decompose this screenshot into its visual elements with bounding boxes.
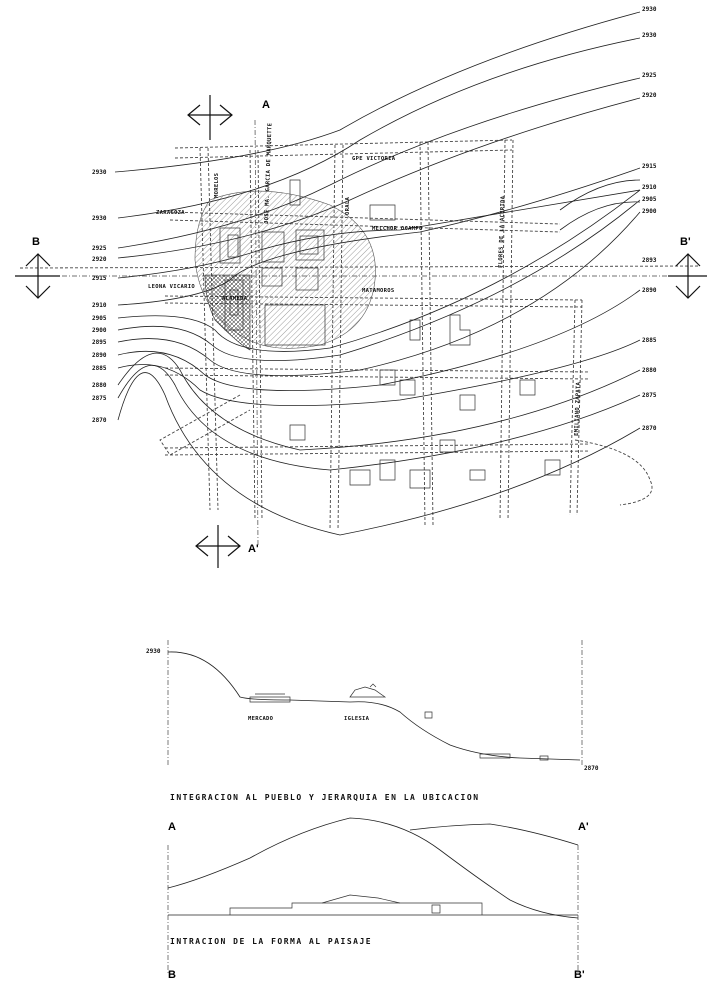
contour-label: 2930 [92,169,107,176]
street-label: GPE VICTORIA [352,156,396,162]
contour-label: 2930 [642,32,657,39]
section-marker-b: B [32,236,40,248]
contour-label: 2895 [92,339,107,346]
contour-label: 2920 [92,256,107,263]
street-label: MELCHOR OCAMPO [372,226,423,232]
street-grid [19,139,701,531]
street-label: JOSE MA. GARCIA DE MARQUETTE [264,123,274,224]
contour-label: 2875 [642,392,657,399]
building-label-mercado: MERCADO [248,716,274,722]
section-arrow-b-left [15,253,60,299]
contour-label: 2915 [92,275,107,282]
contour-label: 2890 [92,352,107,359]
street-labels: MORELOS JOSE MA. GARCIA DE MARQUETTE ORA… [148,123,582,436]
contour-label: 2910 [642,184,657,191]
contour-label: 2890 [642,287,657,294]
contour-labels-right: 2930 2930 2925 2920 2915 2910 2905 2900 … [642,6,657,432]
contour-label: 2920 [642,92,657,99]
section-aa-marker-right: A' [578,821,589,833]
contour-label: 2900 [642,208,657,215]
contour-label: 2880 [642,367,657,374]
contour-label: 2915 [642,163,657,170]
street-label: LEONA VICARIO [148,284,195,290]
section-arrow-a-bottom [195,525,241,568]
contour-label: 2893 [642,257,657,264]
contour-label: 2910 [92,302,107,309]
section-marker-a: A [262,99,270,111]
contour-label: 2885 [642,337,657,344]
section-marker-a-prime: A' [248,543,259,555]
contour-label: 2870 [642,425,657,432]
street-label: ORALA [345,197,351,215]
street-label: EMILIANO ZAPATA [574,381,582,436]
building-label-iglesia: IGLESIA [344,716,370,722]
site-plan: 2930 2930 2925 2920 2915 2910 2905 2900 … [15,6,707,568]
contour-label: 2880 [92,382,107,389]
section-aa-caption: INTEGRACION AL PUEBLO Y JERARQUIA EN LA … [170,793,480,802]
elevation-label-right: 2870 [584,765,599,772]
contour-label: 2900 [92,327,107,334]
section-bb-marker-left: B [168,969,176,981]
mountain-profile-back [409,823,579,846]
contour-label: 2875 [92,395,107,402]
section-arrow-b-right [668,253,707,299]
street-label: ZARAGOZA [156,210,185,216]
section-bb-caption: INTRACION DE LA FORMA AL PAISAJE [170,937,372,946]
contour-label: 2930 [92,215,107,222]
contour-lines [114,11,641,536]
section-bb: INTRACION DE LA FORMA AL PAISAJE B B' [167,817,585,981]
street-label: FLORES DE LA ACERIDA [498,195,507,268]
elevation-label-left: 2930 [146,648,161,655]
contour-label: 2905 [642,196,657,203]
contour-label: 2930 [642,6,657,13]
street-label: MATAMOROS [362,288,395,294]
building-elevation [229,902,483,915]
section-bb-marker-right: B' [574,969,585,981]
mountain-profile [167,817,579,919]
section-aa: 2930 2870 MERCADO IGLESIA INTEGRACION AL… [146,640,599,833]
section-arrow-a-top [187,95,233,140]
contour-label: 2870 [92,417,107,424]
street-label: MORELOS [214,173,220,198]
contour-label: 2905 [92,315,107,322]
contour-labels-left: 2930 2930 2925 2920 2915 2910 2905 2900 … [92,169,107,424]
building-blocks [219,179,561,489]
street-label: ALAMEDA [222,296,248,302]
section-marker-b-prime: B' [680,236,691,248]
terrain-profile-aa [167,651,581,761]
section-aa-marker-left: A [168,821,176,833]
contour-label: 2885 [92,365,107,372]
contour-label: 2925 [92,245,107,252]
contour-label: 2925 [642,72,657,79]
